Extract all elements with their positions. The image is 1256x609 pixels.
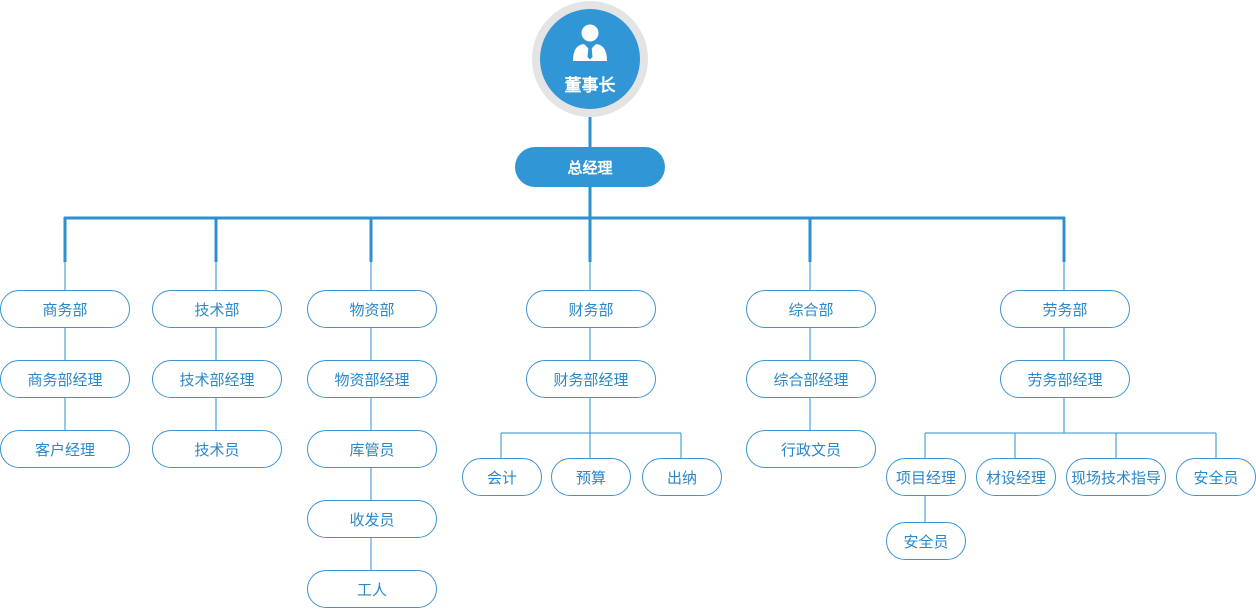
staff-node[interactable]: 收发员 xyxy=(307,500,437,538)
staff-node[interactable]: 预算 xyxy=(551,458,631,496)
manager-node-general-affairs[interactable]: 综合部经理 xyxy=(746,360,876,398)
sub-staff-node[interactable]: 安全员 xyxy=(886,522,966,560)
chairman-label: 董事长 xyxy=(564,76,616,96)
chairman-node[interactable]: 董事长 xyxy=(540,9,640,109)
manager-node-commerce[interactable]: 商务部经理 xyxy=(0,360,130,398)
dept-node-technical[interactable]: 技术部 xyxy=(152,290,282,328)
manager-node-technical[interactable]: 技术部经理 xyxy=(152,360,282,398)
staff-node[interactable]: 工人 xyxy=(307,570,437,608)
dept-node-materials[interactable]: 物资部 xyxy=(307,290,437,328)
staff-node[interactable]: 项目经理 xyxy=(886,458,966,496)
general-manager-node[interactable]: 总经理 xyxy=(515,147,665,187)
manager-node-materials[interactable]: 物资部经理 xyxy=(307,360,437,398)
staff-node[interactable]: 材设经理 xyxy=(976,458,1056,496)
dept-node-labor[interactable]: 劳务部 xyxy=(1000,290,1130,328)
manager-node-labor[interactable]: 劳务部经理 xyxy=(1000,360,1130,398)
staff-node[interactable]: 库管员 xyxy=(307,430,437,468)
staff-node[interactable]: 客户经理 xyxy=(0,430,130,468)
staff-node[interactable]: 会计 xyxy=(462,458,542,496)
dept-node-finance[interactable]: 财务部 xyxy=(526,290,656,328)
dept-node-commerce[interactable]: 商务部 xyxy=(0,290,130,328)
staff-node[interactable]: 现场技术指导 xyxy=(1066,458,1166,496)
staff-node[interactable]: 技术员 xyxy=(152,430,282,468)
dept-node-general-affairs[interactable]: 综合部 xyxy=(746,290,876,328)
staff-node[interactable]: 出纳 xyxy=(642,458,722,496)
staff-node[interactable]: 安全员 xyxy=(1176,458,1256,496)
manager-node-finance[interactable]: 财务部经理 xyxy=(526,360,656,398)
businessman-icon xyxy=(573,24,607,61)
staff-node[interactable]: 行政文员 xyxy=(746,430,876,468)
